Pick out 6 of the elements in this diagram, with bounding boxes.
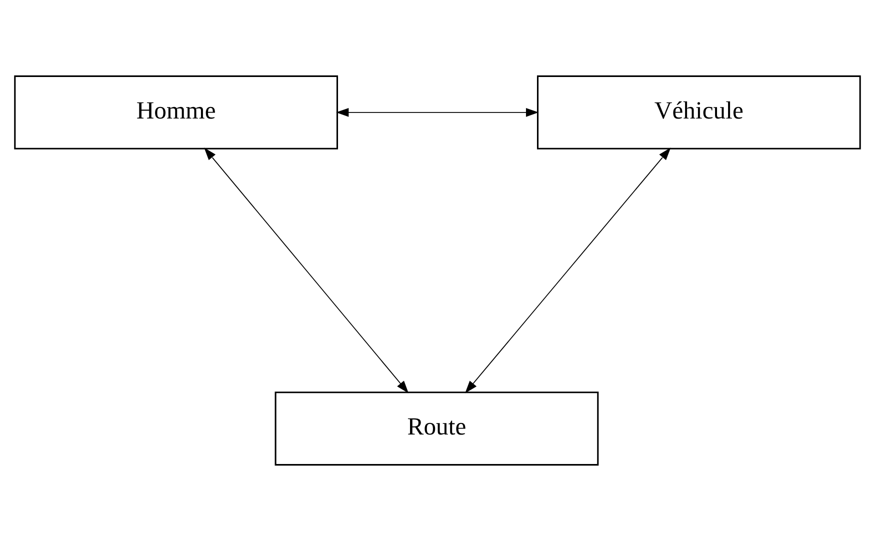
node-box: Route (274, 391, 599, 466)
arrow (336, 107, 539, 116)
arrow (465, 147, 671, 393)
arrow (204, 147, 409, 393)
node-box: Véhicule (536, 74, 861, 149)
node-box: Homme (14, 74, 338, 149)
